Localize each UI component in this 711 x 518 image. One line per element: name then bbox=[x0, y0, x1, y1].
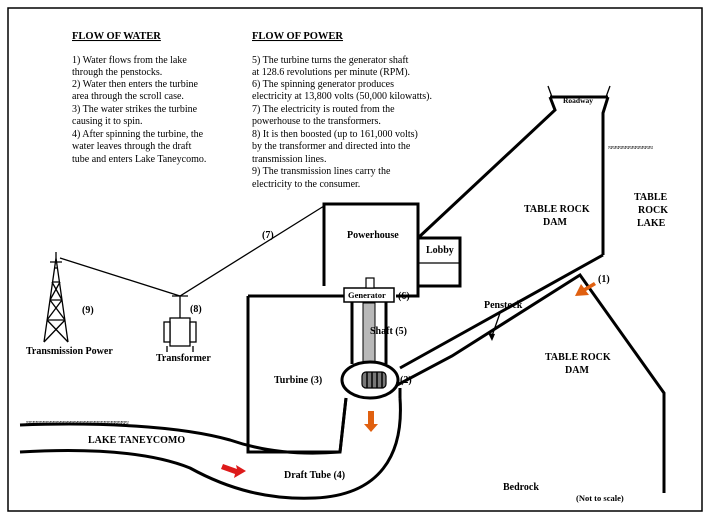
power-line: 9) The transmission lines carry the bbox=[252, 166, 391, 177]
powerhouse-label: Powerhouse bbox=[347, 230, 399, 241]
not-to-scale-label: (Not to scale) bbox=[576, 493, 624, 503]
lake-label-line2: ROCK bbox=[638, 205, 668, 216]
power-line: electricity to the consumer. bbox=[252, 179, 360, 190]
lake-label-line1: TABLE bbox=[634, 192, 667, 203]
tailwater-surface-marks: ≈≈≈≈≈≈≈≈≈≈≈≈≈≈≈≈≈≈≈≈≈≈≈≈≈≈≈≈≈≈ bbox=[26, 418, 129, 427]
shaft-label: Shaft (5) bbox=[370, 326, 407, 337]
powerhouse-walls bbox=[322, 202, 420, 288]
water-line: through the penstocks. bbox=[72, 67, 162, 78]
turbine-runner bbox=[361, 371, 387, 389]
dam-upper-face bbox=[416, 96, 557, 240]
water-line: water leaves through the draft bbox=[72, 141, 192, 152]
transmission-tower bbox=[43, 252, 69, 343]
lake-taneycomo-label: LAKE TANEYCOMO bbox=[88, 435, 185, 446]
lobby-box bbox=[418, 236, 462, 288]
dam-upper-label-line1: TABLE ROCK bbox=[524, 204, 590, 215]
penstock-flow-arrow bbox=[575, 282, 596, 296]
generator-label: Generator bbox=[348, 290, 386, 300]
transformer bbox=[163, 295, 197, 352]
water-text: 1) Water flows from the lake through the… bbox=[72, 55, 206, 165]
power-line: 7) The electricity is routed from the bbox=[252, 104, 395, 115]
roadway-railing bbox=[547, 85, 611, 98]
penstock-pointer-head bbox=[488, 333, 495, 341]
draft-tube-left bbox=[338, 397, 348, 453]
power-line: powerhouse to the transformers. bbox=[252, 116, 381, 127]
line-number: (7) bbox=[262, 230, 274, 241]
penstock-upper-wall bbox=[399, 253, 604, 370]
power-heading: FLOW OF POWER bbox=[252, 31, 343, 42]
generator-exciter bbox=[365, 277, 375, 289]
generator-number: (6) bbox=[398, 291, 410, 302]
power-line: transmission lines. bbox=[252, 154, 326, 165]
shaft-pit bbox=[350, 302, 388, 364]
draft-tube-bottom bbox=[19, 397, 402, 500]
lake-surface-marks: ≈≈≈≈≈≈≈≈≈≈≈≈≈ bbox=[608, 143, 654, 152]
water-line: causing it to spin. bbox=[72, 116, 143, 127]
water-line: 1) Water flows from the lake bbox=[72, 55, 187, 66]
power-line: at 128.6 revolutions per minute (RPM). bbox=[252, 67, 410, 78]
penstock-pointer bbox=[491, 312, 501, 337]
dam-upstream-face bbox=[601, 96, 610, 255]
water-heading: FLOW OF WATER bbox=[72, 31, 161, 42]
intake-number: (1) bbox=[598, 274, 610, 285]
power-line: electricity at 13,800 volts (50,000 kilo… bbox=[252, 91, 432, 102]
turbine-label: Turbine (3) bbox=[274, 375, 322, 386]
powerhouse-floor-right bbox=[396, 286, 420, 298]
lobby-label: Lobby bbox=[426, 245, 454, 256]
penstock-lower-wall bbox=[383, 272, 666, 493]
substructure-left bbox=[246, 296, 348, 454]
draft-flow-arrow bbox=[221, 464, 246, 478]
turbine-flow-arrow bbox=[364, 411, 378, 432]
transformer-label: Transformer bbox=[156, 353, 211, 364]
draft-tube-top bbox=[19, 422, 341, 455]
water-line: 3) The water strikes the turbine bbox=[72, 104, 198, 115]
power-line: 6) The spinning generator produces bbox=[252, 79, 394, 90]
water-line: area through the scroll case. bbox=[72, 91, 184, 102]
transmission-power-label: Transmission Power bbox=[26, 346, 113, 357]
transmission-line bbox=[59, 205, 325, 297]
scroll-number: (2) bbox=[400, 375, 412, 386]
dam-upper-label-line2: DAM bbox=[543, 217, 567, 228]
lake-label-line3: LAKE bbox=[637, 218, 666, 229]
tower-number: (9) bbox=[82, 305, 94, 316]
bedrock-label: Bedrock bbox=[503, 482, 539, 493]
water-line: tube and enters Lake Taneycomo. bbox=[72, 154, 206, 165]
diagram-frame bbox=[7, 7, 703, 512]
dam-lower-label-line1: TABLE ROCK bbox=[545, 352, 611, 363]
power-line: 8) It is then boosted (up to 161,000 vol… bbox=[252, 129, 418, 140]
power-line: by the transformer and directed into the bbox=[252, 141, 411, 152]
water-line: 4) After spinning the turbine, the bbox=[72, 129, 204, 140]
transformer-number: (8) bbox=[190, 304, 202, 315]
penstock-label: Penstock bbox=[484, 300, 523, 311]
dam-lower-label-line2: DAM bbox=[565, 365, 589, 376]
draft-tube-label: Draft Tube (4) bbox=[284, 470, 345, 481]
power-text: 5) The turbine turns the generator shaft… bbox=[252, 55, 432, 190]
roadway-label: Roadway bbox=[563, 96, 593, 105]
water-line: 2) Water then enters the turbine bbox=[72, 79, 198, 90]
power-line: 5) The turbine turns the generator shaft bbox=[252, 55, 409, 66]
